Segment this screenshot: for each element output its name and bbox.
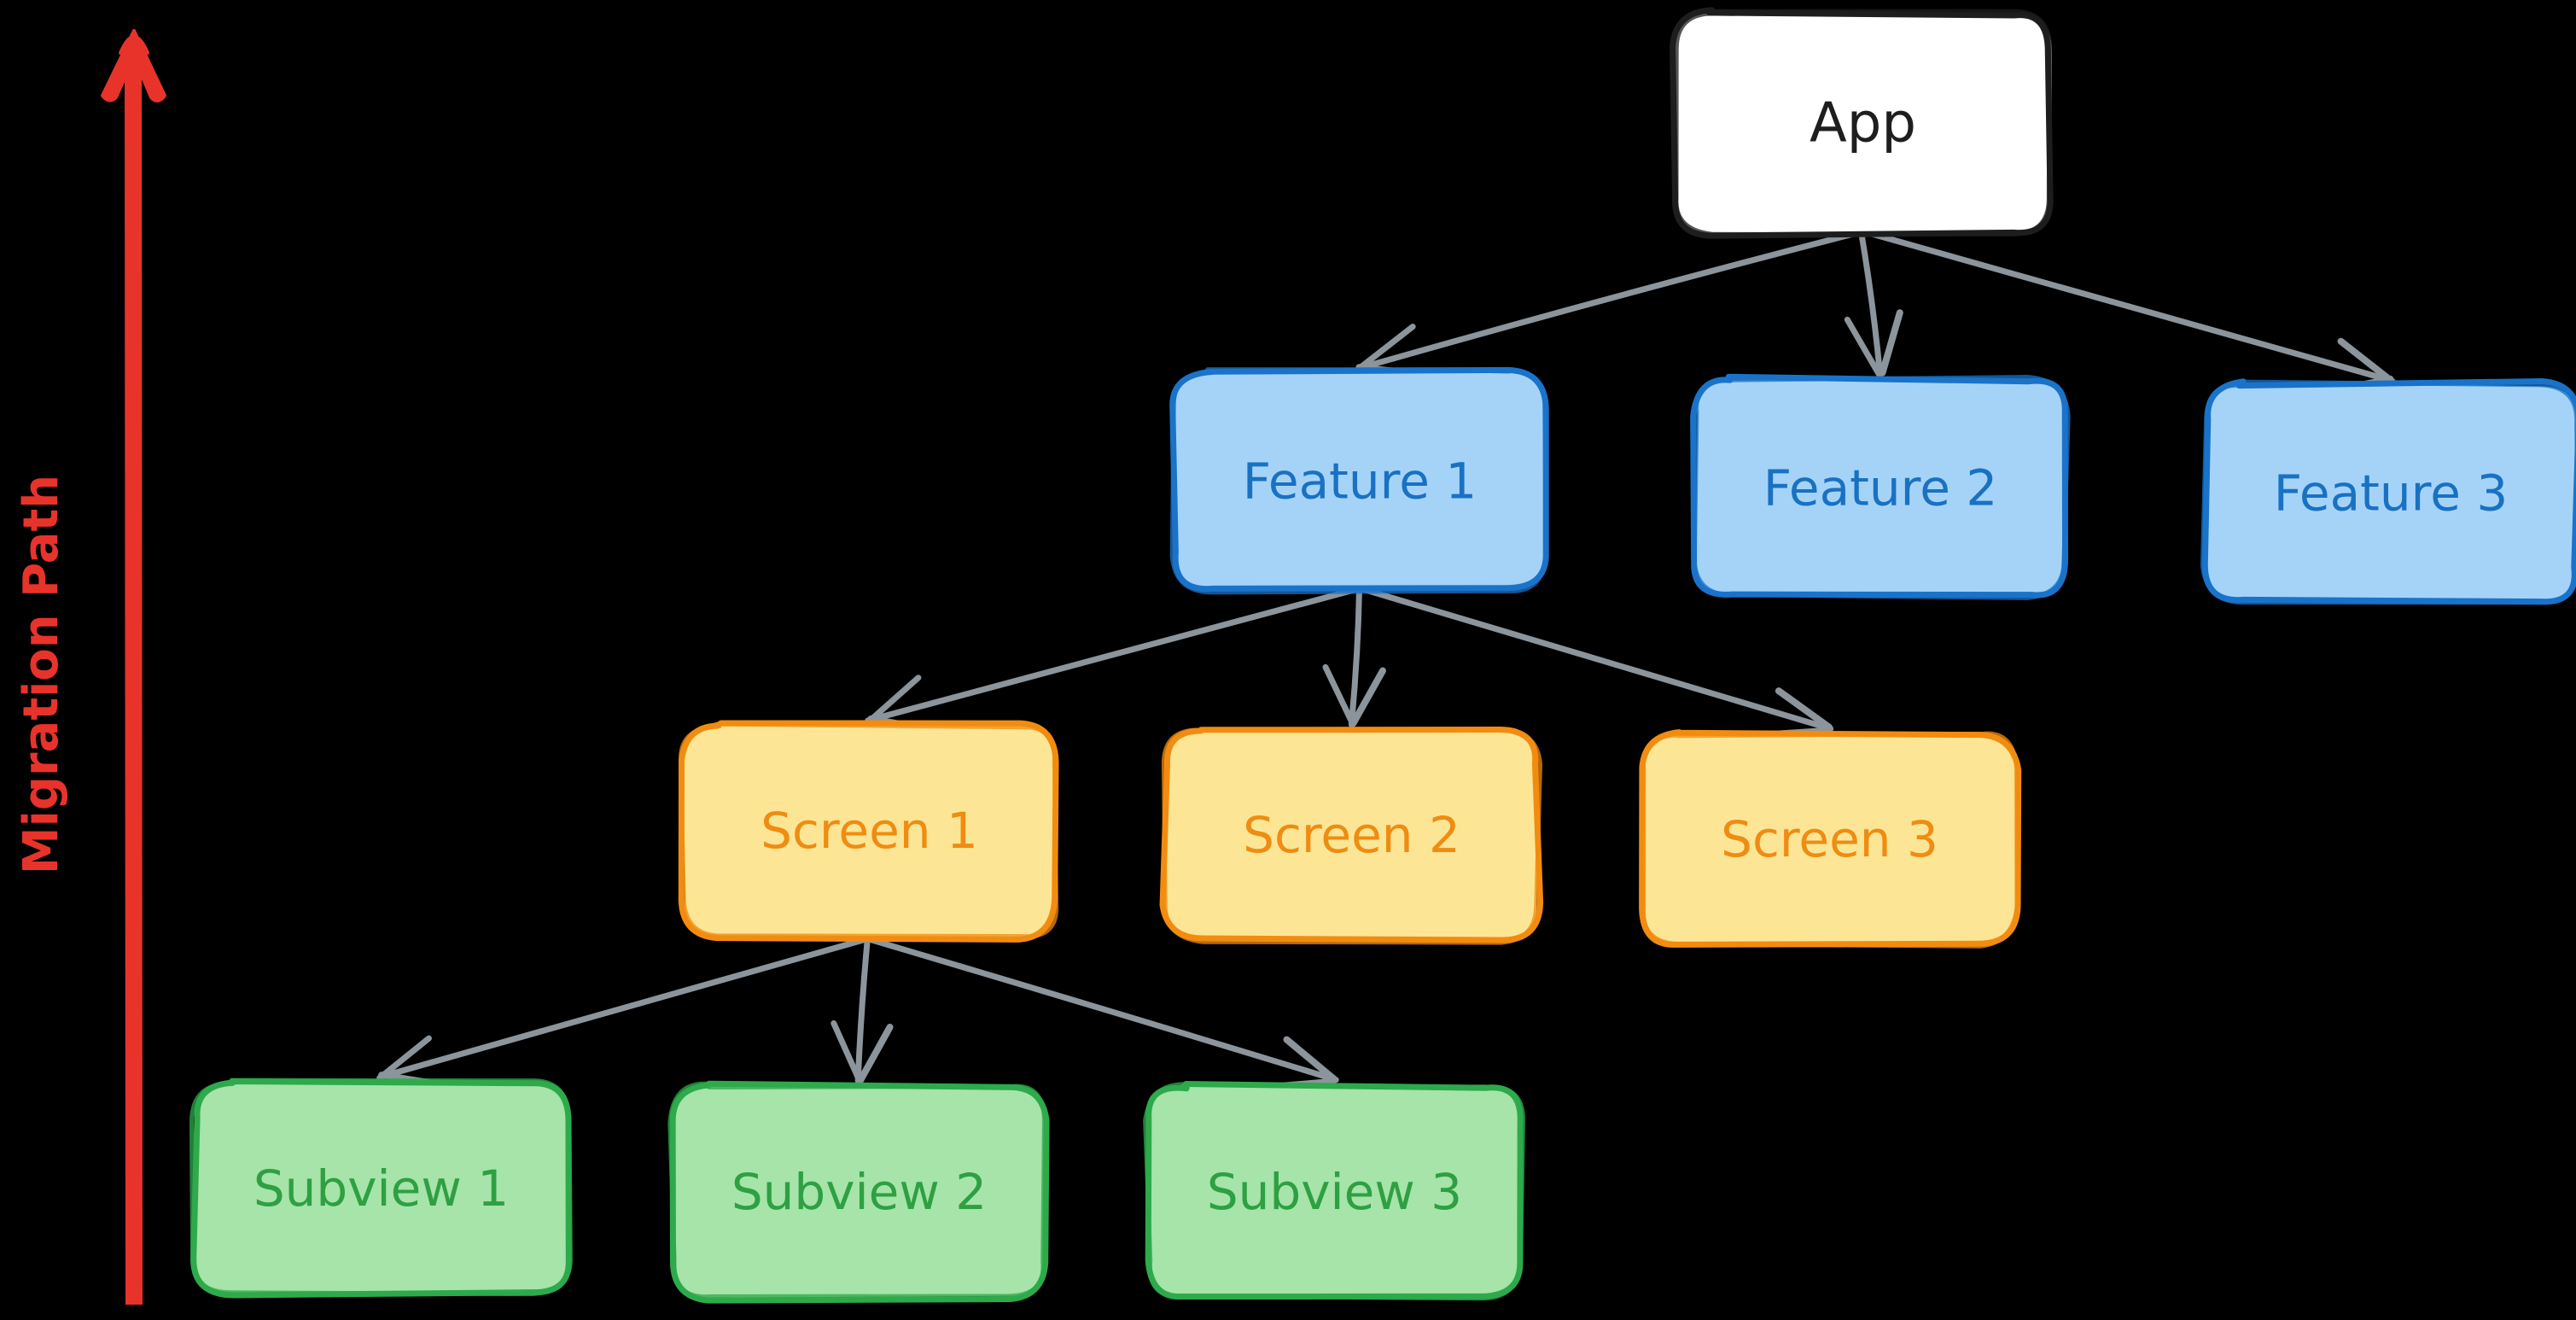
edge-line bbox=[854, 932, 871, 1084]
node-outline bbox=[2200, 379, 2576, 605]
edge-line bbox=[1348, 587, 1362, 728]
node-outline bbox=[678, 721, 1059, 939]
edge-arrowhead bbox=[830, 1019, 864, 1085]
node-fill bbox=[192, 1081, 569, 1295]
edges-layer bbox=[376, 227, 2396, 1089]
edge-line bbox=[379, 936, 871, 1080]
node-fill bbox=[1673, 11, 2052, 236]
node-outline bbox=[1641, 731, 2019, 949]
node-fill bbox=[1149, 1083, 1521, 1299]
node-fill bbox=[671, 1085, 1048, 1298]
edge-line bbox=[1857, 227, 2393, 383]
edge-feature-1-to-screen-1 bbox=[865, 586, 1362, 733]
edge-feature-1-to-screen-3 bbox=[1356, 585, 1834, 738]
edge-line bbox=[1355, 228, 1868, 371]
edge-line bbox=[1356, 585, 1834, 733]
edge-screen-1-to-subview-1 bbox=[376, 936, 871, 1089]
edge-arrowhead bbox=[865, 675, 922, 725]
node-screen-2[interactable]: Screen 2 bbox=[1159, 727, 1544, 945]
node-label-subview-2: Subview 2 bbox=[731, 1163, 987, 1221]
edge-app-to-feature-1 bbox=[1355, 228, 1868, 378]
edge-line bbox=[864, 935, 1339, 1083]
up-arrow-icon bbox=[101, 29, 166, 1305]
edge-line bbox=[865, 586, 1362, 724]
node-label-subview-3: Subview 3 bbox=[1207, 1163, 1462, 1221]
edge-arrowhead bbox=[1322, 663, 1356, 727]
node-fill bbox=[683, 724, 1057, 939]
node-fill bbox=[1172, 370, 1545, 591]
node-outline bbox=[1161, 727, 1543, 945]
node-label-feature-2: Feature 2 bbox=[1763, 459, 1998, 517]
node-fill bbox=[1641, 735, 2017, 945]
edge-arrowhead bbox=[1844, 316, 1884, 380]
node-screen-3[interactable]: Screen 3 bbox=[1639, 729, 2022, 949]
edge-arrowhead bbox=[1355, 324, 1416, 372]
node-label-app: App bbox=[1810, 92, 1916, 155]
node-subview-1[interactable]: Subview 1 bbox=[189, 1078, 573, 1299]
node-label-screen-2: Screen 2 bbox=[1243, 806, 1460, 864]
node-outline bbox=[1143, 1082, 1526, 1301]
node-label-screen-1: Screen 1 bbox=[761, 802, 978, 860]
edge-arrowhead bbox=[2337, 337, 2396, 385]
feature-level: Feature 1 Feature 2 Feature 3 bbox=[1169, 366, 2576, 605]
node-screen-1[interactable]: Screen 1 bbox=[678, 720, 1059, 943]
edge-line bbox=[1858, 231, 1884, 377]
node-outline bbox=[667, 1081, 1046, 1300]
node-label-feature-3: Feature 3 bbox=[2274, 464, 2509, 523]
edge-arrowhead bbox=[376, 1035, 432, 1082]
node-label-subview-1: Subview 1 bbox=[254, 1159, 509, 1218]
screen-level: Screen 1 Screen 2 Screen 3 bbox=[678, 720, 2022, 949]
node-subview-3[interactable]: Subview 3 bbox=[1143, 1081, 1526, 1301]
migration-path-axis: Migration Path bbox=[14, 29, 166, 1305]
node-label-feature-1: Feature 1 bbox=[1243, 453, 1477, 511]
node-feature-2[interactable]: Feature 2 bbox=[1690, 373, 2071, 600]
node-outline bbox=[1674, 9, 2052, 237]
node-outline bbox=[189, 1078, 573, 1297]
edge-arrowhead bbox=[1349, 667, 1386, 727]
edge-app-to-feature-3 bbox=[1857, 227, 2396, 394]
edge-arrowhead bbox=[1879, 309, 1903, 377]
edge-arrowhead bbox=[1283, 1036, 1338, 1083]
edge-app-to-feature-2 bbox=[1844, 231, 1903, 380]
node-subview-2[interactable]: Subview 2 bbox=[667, 1080, 1050, 1304]
edge-arrowhead bbox=[856, 1024, 894, 1085]
node-fill bbox=[2204, 382, 2576, 603]
migration-path-label: Migration Path bbox=[14, 475, 69, 874]
node-fill bbox=[1163, 727, 1537, 940]
subview-level: Subview 1 Subview 2 Subview 3 bbox=[189, 1078, 1526, 1304]
node-feature-1[interactable]: Feature 1 bbox=[1169, 366, 1549, 595]
node-feature-3[interactable]: Feature 3 bbox=[2200, 378, 2576, 605]
node-app[interactable]: App bbox=[1670, 7, 2054, 239]
node-fill bbox=[1695, 378, 2066, 598]
app-level: App bbox=[1670, 7, 2054, 239]
node-label-screen-3: Screen 3 bbox=[1721, 810, 1938, 868]
edge-arrowhead bbox=[1775, 687, 1833, 731]
node-outline bbox=[1169, 367, 1548, 595]
edge-screen-1-to-subview-3 bbox=[864, 935, 1339, 1089]
edge-feature-1-to-screen-2 bbox=[1322, 587, 1386, 728]
edge-screen-1-to-subview-2 bbox=[830, 932, 894, 1085]
node-outline bbox=[1692, 374, 2071, 600]
